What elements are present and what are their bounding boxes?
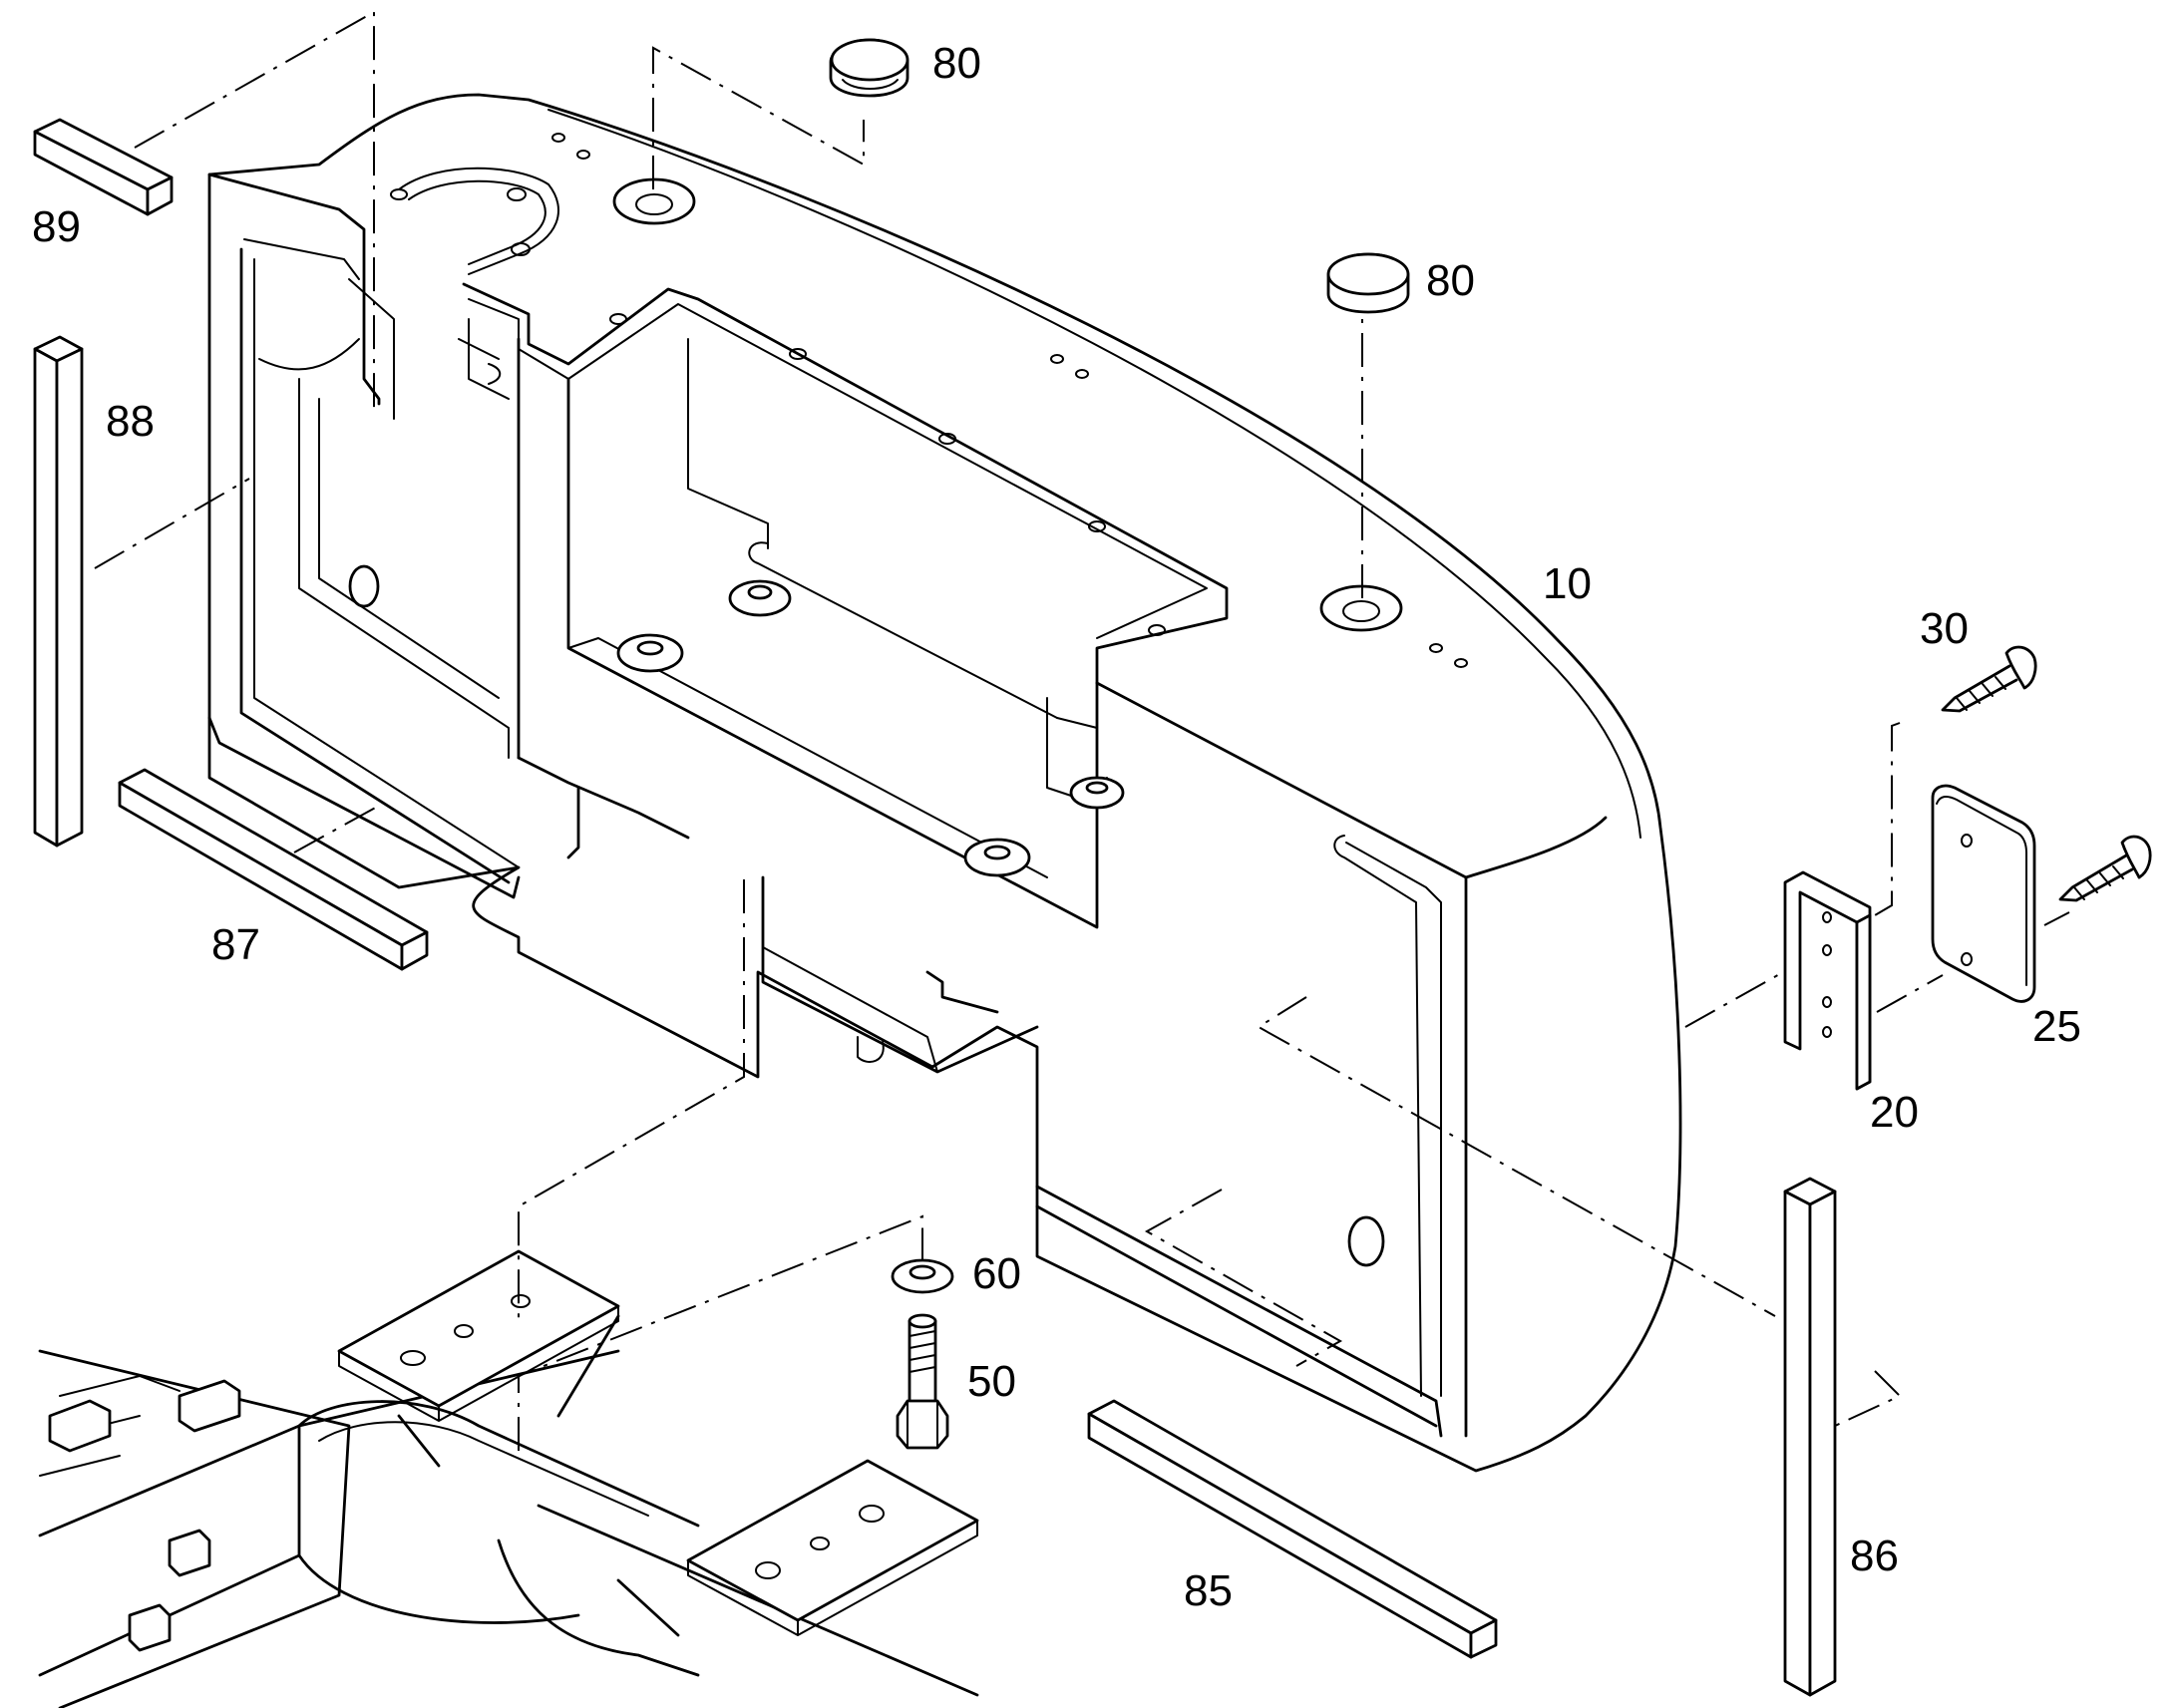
screw-30-upper — [1941, 645, 2037, 713]
callout-89: 89 — [32, 202, 81, 251]
callout-10: 10 — [1543, 559, 1592, 608]
cap-80-right — [1326, 252, 1410, 314]
bracket-20 — [1783, 870, 1872, 1091]
callout-85: 85 — [1184, 1566, 1233, 1615]
callout-20: 20 — [1870, 1088, 1919, 1137]
bolt-50 — [896, 1313, 949, 1450]
callout-87: 87 — [211, 920, 260, 969]
callout-80-right: 80 — [1426, 256, 1475, 305]
callout-25: 25 — [2032, 1002, 2081, 1051]
strip-89 — [33, 118, 174, 216]
main-cover-body — [207, 93, 1682, 1473]
callout-86: 86 — [1850, 1532, 1899, 1580]
strip-85 — [1087, 1399, 1498, 1659]
callout-88: 88 — [106, 397, 155, 446]
callout-50: 50 — [967, 1357, 1016, 1406]
centerlines — [94, 10, 2070, 1451]
callout-30: 30 — [1920, 604, 1969, 653]
screw-30-lower — [2058, 835, 2152, 902]
cap-80-top — [829, 38, 909, 98]
strip-87 — [118, 768, 429, 971]
callout-60: 60 — [972, 1249, 1021, 1298]
base-mounting-pad-right — [616, 1459, 979, 1637]
callout-80-top: 80 — [932, 39, 981, 88]
strip-88 — [33, 335, 84, 848]
washer-60 — [891, 1258, 954, 1294]
callout-labels: 80 80 89 88 87 10 30 25 20 60 50 85 86 — [32, 39, 2081, 1615]
base-mounting-pad-left — [337, 1249, 620, 1468]
pad-25 — [1931, 784, 2036, 1003]
strip-86 — [1783, 1177, 1837, 1697]
base-frame — [38, 1349, 979, 1708]
